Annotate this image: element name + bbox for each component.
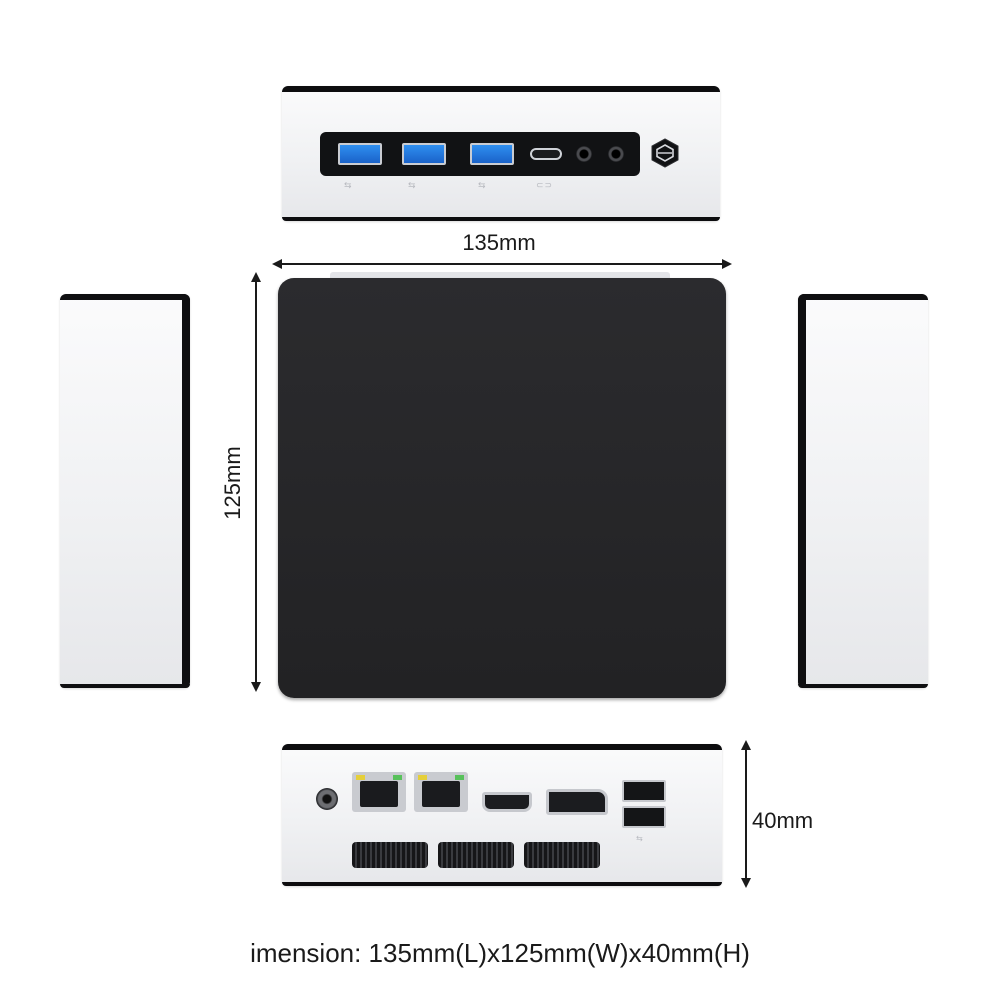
- usb-c-port: [530, 148, 562, 160]
- left-side-bottom-cap: [60, 684, 190, 688]
- ethernet-port-2: [414, 772, 468, 812]
- usb-a-port-3: [470, 143, 514, 165]
- mic-jack: [576, 146, 592, 162]
- height-dimension-arrow: [251, 272, 261, 692]
- left-side-view: [60, 294, 190, 688]
- front-bottom-edge: [282, 217, 720, 221]
- right-side-top-cap: [798, 294, 928, 300]
- rear-usb-port-1: [622, 780, 666, 802]
- rear-view: ⇆: [282, 744, 722, 886]
- usb-symbol-label-1: ⇆: [344, 180, 353, 190]
- vent-grille-3: [524, 842, 600, 868]
- hexagon-power-icon: [651, 138, 679, 168]
- usb-symbol-label-2: ⇆: [408, 180, 417, 190]
- top-view: [278, 278, 726, 698]
- usb-a-port-1: [338, 143, 382, 165]
- dc-power-jack: [316, 788, 338, 810]
- ethernet-port-1: [352, 772, 406, 812]
- height-dimension-label: 125mm: [220, 446, 245, 520]
- rear-top-edge: [282, 744, 722, 750]
- left-side-edge: [182, 294, 190, 688]
- usb-a-port-2: [402, 143, 446, 165]
- right-side-view: [798, 294, 928, 688]
- rear-bottom-edge: [282, 882, 722, 886]
- front-top-edge: [282, 86, 720, 92]
- front-view: ⇆ ⇆ ⇆ ⊂⊃: [282, 86, 720, 221]
- usb-icon: ⇆: [636, 834, 643, 843]
- top-view-back-rim: [330, 272, 670, 282]
- usb-c-symbol-label: ⊂⊃: [536, 180, 554, 190]
- headphone-jack: [608, 146, 624, 162]
- displayport-port: [546, 789, 608, 815]
- right-side-bottom-cap: [798, 684, 928, 688]
- right-side-edge: [798, 294, 806, 688]
- hdmi-port: [482, 792, 532, 812]
- usb-symbol-label-3: ⇆: [478, 180, 487, 190]
- depth-dimension-arrow: [741, 740, 751, 888]
- left-side-top-cap: [60, 294, 190, 300]
- width-dimension-label: 135mm: [462, 230, 536, 255]
- width-dimension-arrow: [272, 259, 732, 269]
- rear-usb-port-2: [622, 806, 666, 828]
- vent-grille-1: [352, 842, 428, 868]
- front-port-panel: [320, 132, 640, 176]
- vent-grille-2: [438, 842, 514, 868]
- depth-dimension-label: 40mm: [752, 808, 814, 833]
- dimension-caption: imension: 135mm(L)x125mm(W)x40mm(H): [250, 938, 750, 968]
